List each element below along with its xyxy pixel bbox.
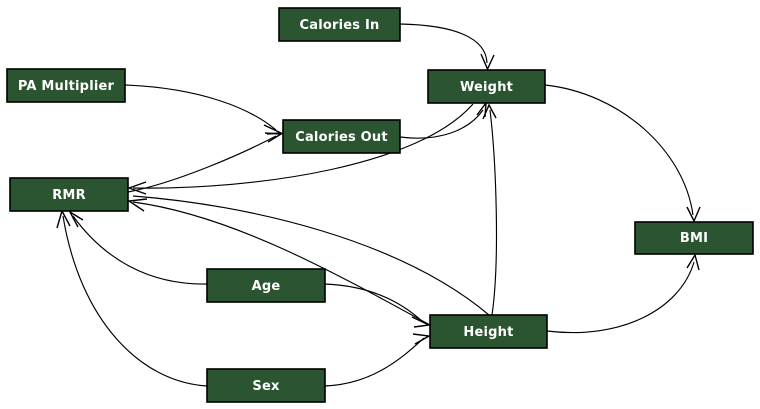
- node-bmi[interactable]: BMI: [634, 221, 754, 255]
- node-sex-box[interactable]: [206, 368, 326, 403]
- edge-calories-in-to-weight: [399, 23, 495, 71]
- edge-calories-out-to-weight: [399, 100, 487, 139]
- node-rmr[interactable]: RMR: [9, 177, 129, 212]
- node-weight-box[interactable]: [427, 69, 546, 104]
- node-calories-in-box[interactable]: [278, 7, 401, 42]
- edge-layer: [56, 23, 701, 387]
- node-calories-in[interactable]: Calories In: [278, 7, 401, 42]
- edge-weight-to-rmr: [126, 103, 474, 195]
- node-pa-multiplier-label: PA Multiplier: [18, 79, 115, 94]
- node-height-box[interactable]: [429, 314, 548, 349]
- node-layer: Calories In PA Multiplier Weight Calorie…: [6, 7, 754, 403]
- node-height-label: Height: [463, 325, 513, 340]
- node-age-box[interactable]: [206, 268, 326, 303]
- edge-weight-to-bmi: [544, 84, 701, 223]
- edge-sex-to-rmr: [56, 209, 208, 387]
- node-pa-multiplier[interactable]: PA Multiplier: [6, 68, 126, 103]
- node-age[interactable]: Age: [206, 268, 326, 303]
- edge-rmr-to-height: [132, 195, 490, 316]
- edge-age-to-height: [324, 283, 432, 328]
- node-weight-label: Weight: [460, 80, 513, 95]
- node-calories-in-label: Calories In: [300, 18, 380, 33]
- node-bmi-box[interactable]: [634, 221, 754, 255]
- node-pa-multiplier-box[interactable]: [6, 68, 126, 103]
- edge-pa-multiplier-to-calories-out: [124, 84, 284, 135]
- node-sex-label: Sex: [252, 379, 280, 394]
- node-height[interactable]: Height: [429, 314, 548, 349]
- node-rmr-box[interactable]: [9, 177, 129, 212]
- node-calories-out[interactable]: Calories Out: [282, 119, 401, 154]
- edge-height-to-bmi: [546, 253, 700, 334]
- node-sex[interactable]: Sex: [206, 368, 326, 403]
- edge-rmr-to-calories-out: [127, 132, 284, 193]
- node-calories-out-box[interactable]: [282, 119, 401, 154]
- node-bmi-label: BMI: [680, 231, 708, 246]
- edge-height-to-rmr: [127, 198, 431, 326]
- node-weight[interactable]: Weight: [427, 69, 546, 104]
- edge-height-to-weight: [482, 103, 498, 316]
- edge-sex-to-height: [324, 333, 432, 387]
- edge-age-to-rmr: [68, 210, 208, 285]
- node-rmr-label: RMR: [52, 188, 86, 203]
- node-calories-out-label: Calories Out: [295, 130, 388, 145]
- node-age-label: Age: [252, 279, 281, 294]
